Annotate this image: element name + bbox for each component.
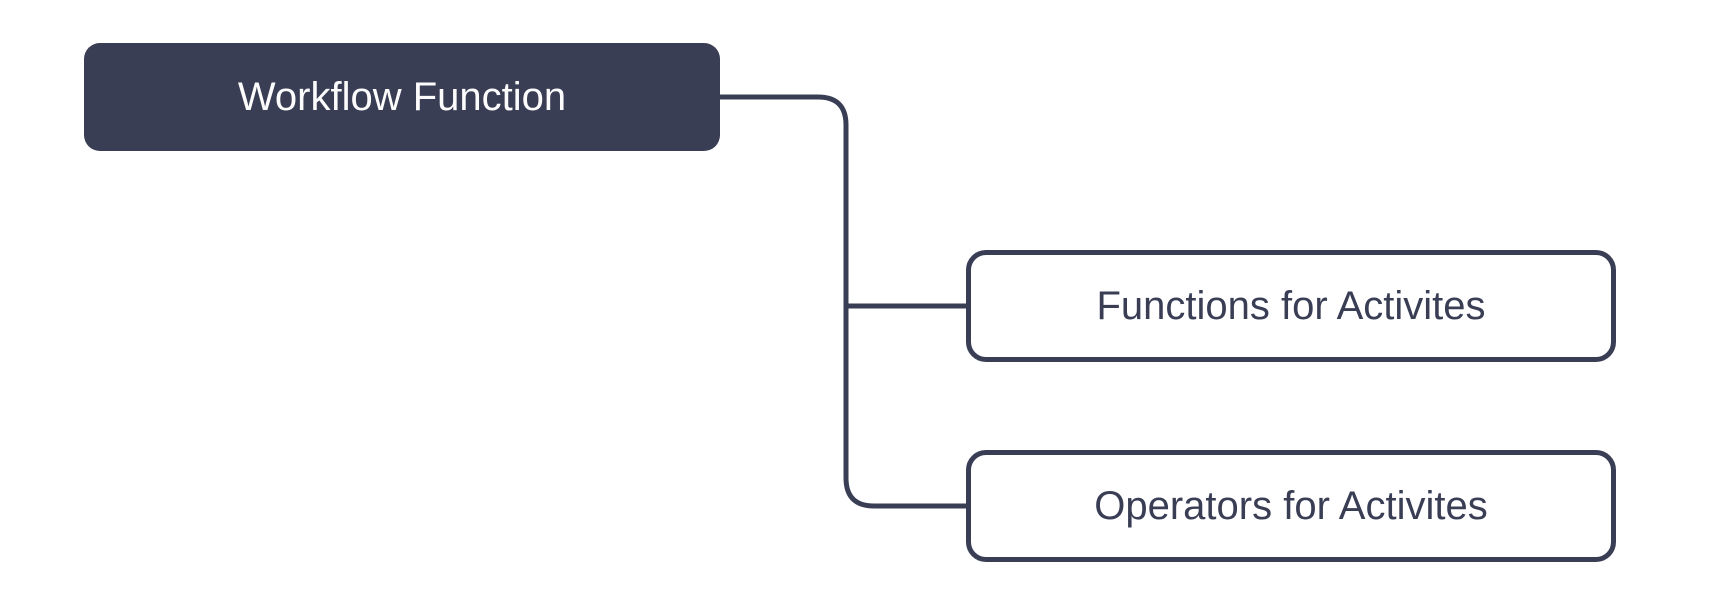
node-workflow-function[interactable]: Workflow Function — [84, 43, 720, 151]
node-functions-for-activites[interactable]: Functions for Activites — [966, 250, 1616, 362]
node-workflow-function-label: Workflow Function — [237, 75, 567, 119]
edge-root-to-operators — [720, 94, 966, 509]
node-operators-for-activites-label: Operators for Activites — [1094, 484, 1488, 528]
node-operators-for-activites[interactable]: Operators for Activites — [966, 450, 1616, 562]
node-functions-for-activites-label: Functions for Activites — [1096, 284, 1486, 328]
